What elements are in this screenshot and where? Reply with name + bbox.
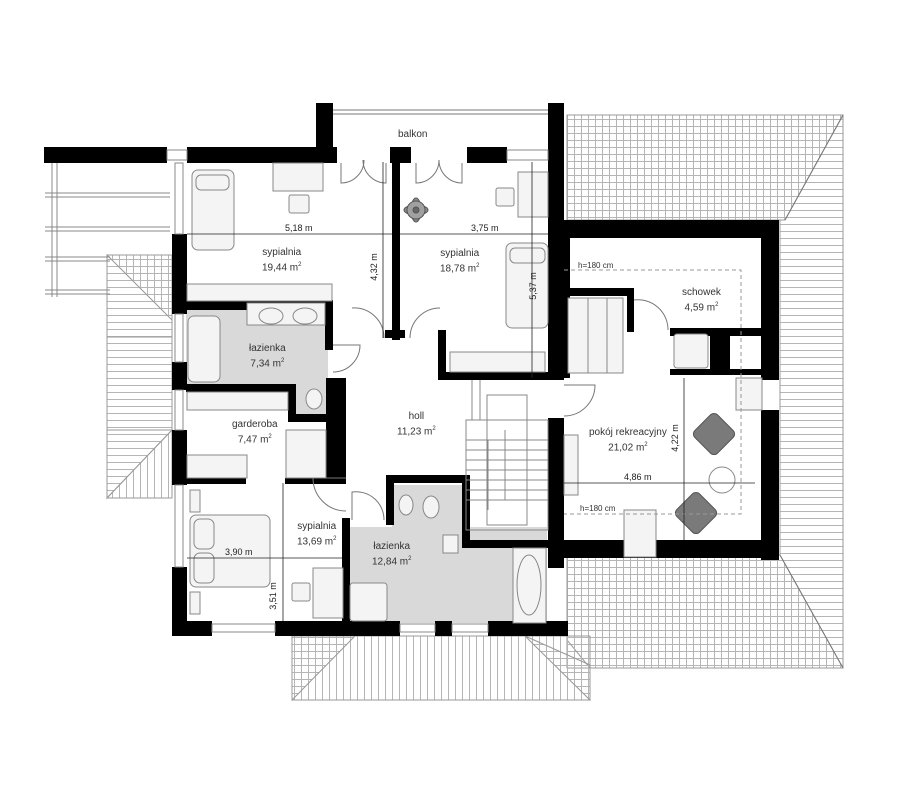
room-label-sypialnia-1: sypialnia 19,44 m2 [262,247,302,274]
windows [166,149,549,633]
furniture [186,162,763,624]
staircase [465,380,549,531]
dimension-4-22: 4,22 m [669,424,680,452]
room-label-pokoj-rekreacyjny: pokój rekreacyjny 21,02 m2 [589,427,667,454]
doors [312,159,669,521]
dimension-5-37: 5,37 m [527,272,538,300]
terrace-railing [45,160,170,297]
armchair-icons [674,412,736,535]
dimension-5-18: 5,18 m [285,223,313,233]
room-label-sypialnia-3: sypialnia 13,69 m2 [297,521,337,548]
room-label-balkon: balkon [398,129,428,140]
dimension-3-51: 3,51 m [267,582,278,610]
roof-right [566,114,844,669]
dimension-3-75: 3,75 m [471,223,499,233]
room-label-lazienka-1: łazienka 7,34 m2 [249,343,286,370]
balcony [333,109,548,115]
room-label-garderoba: garderoba 7,47 m2 [232,419,278,446]
plant-icon [403,197,429,223]
walls [44,103,779,636]
height-note-top: h=180 cm [578,261,614,270]
height-note-bottom: h=180 cm [580,504,616,513]
room-label-lazienka-2: łazienka 12,84 m2 [372,541,412,568]
room-label-holl: holl 11,23 m2 [397,411,436,438]
room-label-sypialnia-2: sypialnia 18,78 m2 [440,248,480,275]
roof-bottom [291,635,591,702]
roof-left [105,254,174,500]
dimension-lines [187,162,755,621]
dimension-3-90: 3,90 m [225,547,253,557]
dimension-4-32: 4,32 m [368,253,379,281]
room-label-schowek: schowek 4,59 m2 [682,287,721,314]
dimension-4-86: 4,86 m [624,472,652,482]
